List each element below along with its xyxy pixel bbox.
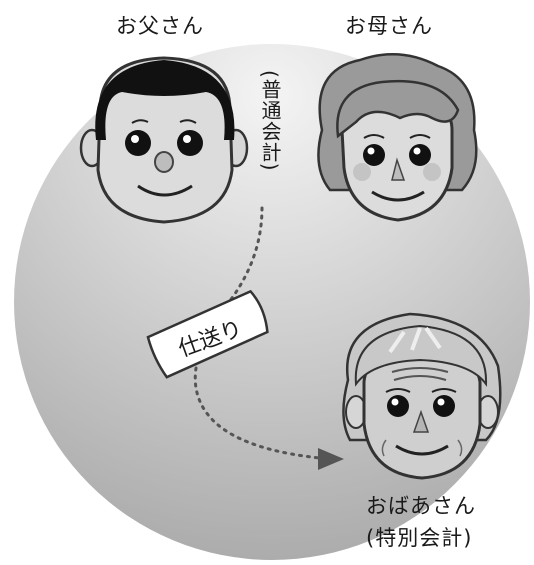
mother-name: お母さん (345, 14, 433, 38)
father-account-label: (普通会計) (258, 70, 282, 172)
grandmother-name: おばあさん (366, 494, 476, 518)
father-name: お父さん (116, 14, 204, 38)
mother-illustration (317, 52, 478, 222)
grandmother-illustration (342, 312, 502, 480)
transfer-arrowhead (318, 448, 344, 470)
grandmother-account-label: (特別会計) (366, 526, 473, 550)
transfer-path (193, 206, 322, 460)
father-illustration (79, 56, 249, 224)
